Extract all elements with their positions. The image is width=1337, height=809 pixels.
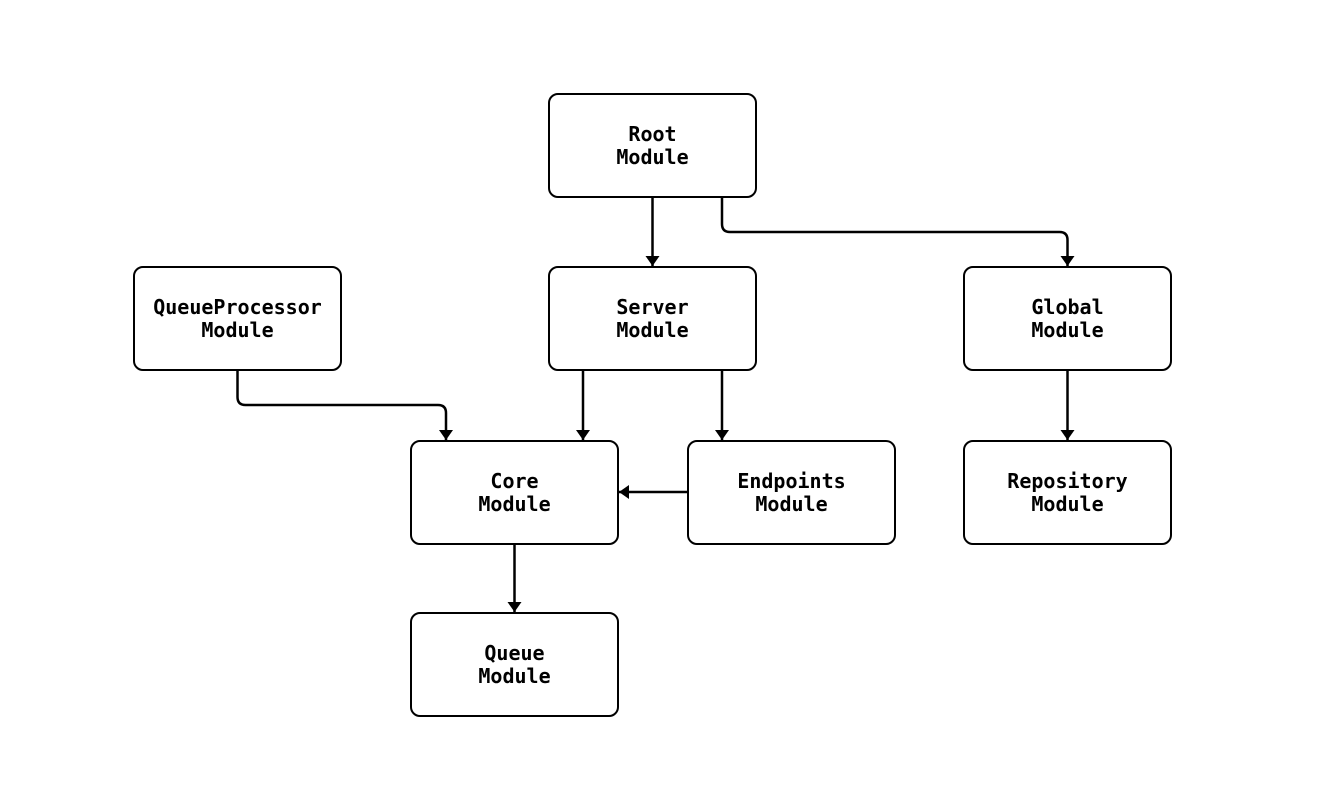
node-label-line2: Module [1031, 491, 1104, 516]
node-label-line1: Root [628, 121, 677, 146]
node-queue-module: Queue Module [410, 612, 619, 717]
node-root-module: Root Module [548, 93, 757, 198]
node-label-line2: Module [616, 317, 689, 342]
node-label-line2: Module [1031, 317, 1104, 342]
node-label-line2: Module [616, 144, 689, 169]
node-label-line2: Module [755, 491, 828, 516]
node-label-line1: QueueProcessor [153, 294, 322, 319]
node-repository-module: Repository Module [963, 440, 1172, 545]
node-label-line1: Server [616, 294, 689, 319]
node-label-line1: Endpoints [737, 468, 846, 493]
node-label-line2: Module [478, 491, 551, 516]
node-endpoints-module: Endpoints Module [687, 440, 896, 545]
node-label-line2: Module [201, 317, 274, 342]
node-core-module: Core Module [410, 440, 619, 545]
node-label-line2: Module [478, 663, 551, 688]
node-label-line1: Queue [484, 640, 545, 665]
edge-queueprocessor-to-core [236, 371, 453, 440]
node-label-line1: Core [490, 468, 539, 493]
node-global-module: Global Module [963, 266, 1172, 371]
node-label-line1: Global [1031, 294, 1104, 319]
edge-root-to-global [720, 198, 1075, 266]
node-server-module: Server Module [548, 266, 757, 371]
node-label-line1: Repository [1007, 468, 1128, 493]
node-queueprocessor-module: QueueProcessor Module [133, 266, 342, 371]
